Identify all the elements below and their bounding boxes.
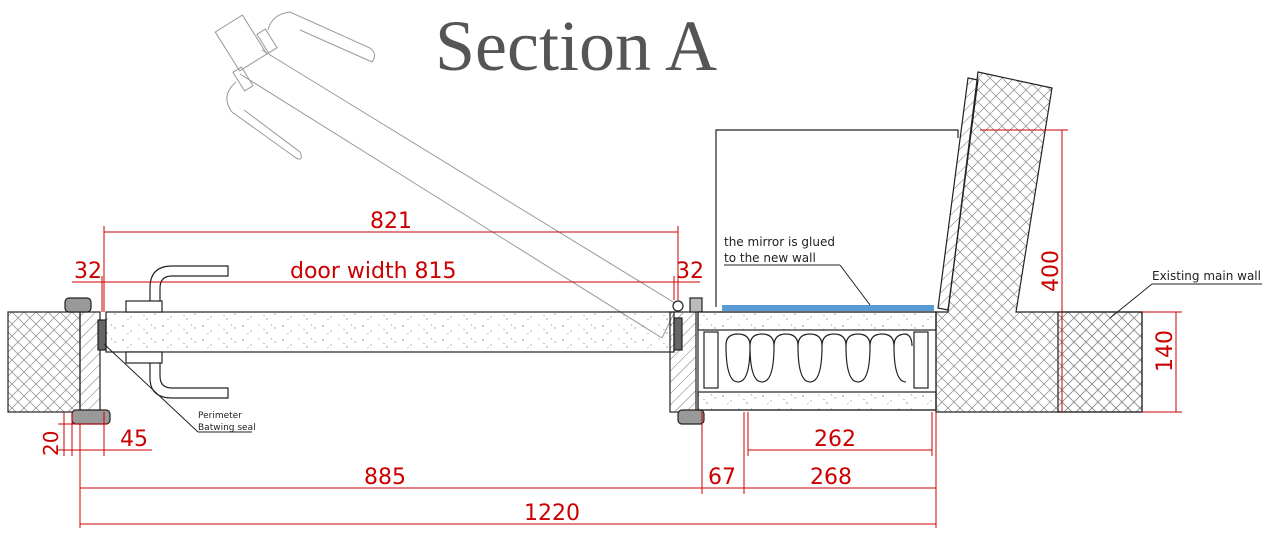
dim-821: 821 [370,209,412,234]
dim-140: 140 [1153,330,1178,372]
dim-1220: 1220 [524,501,580,526]
mirror-leader [839,264,871,306]
right-batwing-seal [673,317,683,351]
seal-leader [103,343,199,433]
wall-lining [937,77,979,311]
drawing-title: Section A [435,6,717,86]
door-stop [672,300,684,312]
dim-right-32: 32 [676,259,704,284]
note-seal-line1: Perimeter [198,411,242,421]
dim-262: 262 [814,427,856,452]
dimension-lines [58,129,1182,528]
note-existing-wall: Existing main wall [1152,269,1261,283]
dim-400: 400 [1039,250,1064,292]
ghost-door-swing [214,11,679,339]
left-wall [7,311,81,413]
left-door-frame [79,311,101,413]
door-leaf [105,311,675,353]
dim-left-32: 32 [74,259,102,284]
dim-67: 67 [708,465,736,490]
note-seal-line2: Batwing seal [198,423,256,433]
right-architrave-bottom [677,409,705,425]
dim-885: 885 [364,465,406,490]
insulation-icon [725,333,913,383]
dim-268: 268 [810,465,852,490]
right-architrave-top [689,297,703,313]
left-architrave-top [64,297,92,313]
mirror-strip [722,305,934,311]
mirror-box-outline [715,129,959,307]
dim-door-width: door width 815 [290,259,457,284]
wall-leader [1109,283,1153,319]
note-mirror-line1: the mirror is glued [724,235,835,249]
note-mirror-line2: to the new wall [724,251,816,265]
left-batwing-seal [97,319,107,351]
dim-45: 45 [120,427,148,452]
new-stud-wall [697,311,937,411]
dim-20: 20 [39,431,63,456]
existing-wall-block [1057,311,1143,413]
ghost-handle-icon [214,11,376,160]
